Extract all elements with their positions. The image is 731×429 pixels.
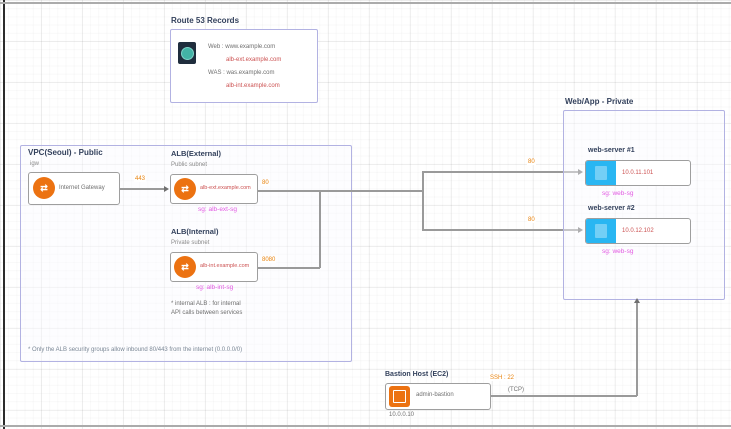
arrowhead-icon <box>634 298 640 303</box>
arrowhead-icon <box>164 186 169 192</box>
arrowhead-icon <box>578 227 583 233</box>
ec2-instance-icon <box>586 161 616 185</box>
private-group-title: Web/App - Private <box>565 97 634 106</box>
alb-internal-title: ALB(Internal) <box>171 227 219 236</box>
web1-sg-label: sg: web-sg <box>602 190 634 197</box>
edge-bastion-horizontal <box>491 395 637 397</box>
edge-split-vertical <box>422 171 424 230</box>
internet-gateway-icon: ⇄ <box>33 177 55 199</box>
edge-alb-external-out <box>258 190 423 192</box>
web2-sg-label: sg: web-sg <box>602 248 634 255</box>
edge-merge-vertical <box>319 190 321 268</box>
page-border-left <box>3 0 5 429</box>
legend-title: Route 53 Records <box>171 16 240 25</box>
web1-label: web-server #1 <box>588 147 635 154</box>
alb-internal-subtitle: Private subnet <box>171 240 210 246</box>
bastion-ec2-icon <box>389 386 410 407</box>
web2-label: web-server #2 <box>588 205 635 212</box>
edge-web2-port-label: 80 <box>527 217 536 223</box>
edge-bastion-vertical <box>636 302 638 396</box>
page-border-bottom <box>0 425 731 427</box>
alb-note-line: * internal ALB : for internal <box>171 301 241 307</box>
alb-note-line: API calls between services <box>171 310 243 316</box>
edge-web1-port-label: 80 <box>527 159 536 165</box>
edge-to-web2 <box>422 229 578 231</box>
alb-external-subtitle: Public subnet <box>171 162 208 168</box>
vpc-public-title: VPC(Seoul) - Public <box>28 148 103 157</box>
vpc-footnote: * Only the ALB security groups allow inb… <box>28 347 243 353</box>
ec2-instance-icon <box>586 219 616 243</box>
legend-entry-label: Web : www.example.com <box>208 44 276 50</box>
bastion-title: Bastion Host (EC2) <box>385 371 449 378</box>
igw-name: Internet Gateway <box>59 185 105 191</box>
alb-external-port-label: 80 <box>261 180 270 186</box>
bastion-edge-label-primary: SSH : 22 <box>489 375 516 381</box>
edge-to-web1 <box>422 171 578 173</box>
edge-alb-internal-out <box>258 267 320 269</box>
page-border-top <box>0 2 731 4</box>
legend-entry-label: WAS : was.example.com <box>208 70 275 76</box>
legend-entry-value: alb-int.example.com <box>226 83 280 89</box>
alb-internal-port-label: 8080 <box>261 257 277 263</box>
alb-external-endpoint: alb-ext.example.com <box>200 185 251 191</box>
edge-igw-to-alb <box>120 188 164 190</box>
private-group-container <box>563 110 725 300</box>
bastion-name: admin-bastion <box>416 392 454 398</box>
bastion-edge-label-secondary: (TCP) <box>508 387 524 393</box>
alb-internal-endpoint: alb-int.example.com <box>200 263 250 269</box>
web2-ip: 10.0.12.102 <box>622 228 654 234</box>
legend-entry-value: alb-ext.example.com <box>226 57 282 63</box>
alb-internal-sg-label: sg: alb-int-sg <box>196 284 234 291</box>
load-balancer-icon: ⇄ <box>174 256 196 278</box>
igw-label: igw <box>30 161 40 167</box>
alb-external-sg-label: sg: alb-ext-sg <box>198 206 238 213</box>
bastion-ip: 10.0.0.10 <box>389 412 415 418</box>
load-balancer-icon: ⇄ <box>174 178 196 200</box>
web1-ip: 10.0.11.101 <box>622 170 654 176</box>
arrowhead-icon <box>578 169 583 175</box>
route53-dns-icon <box>178 42 196 64</box>
alb-external-title: ALB(External) <box>171 149 222 158</box>
legend-box <box>170 29 318 103</box>
edge-igw-port-label: 443 <box>134 176 147 182</box>
